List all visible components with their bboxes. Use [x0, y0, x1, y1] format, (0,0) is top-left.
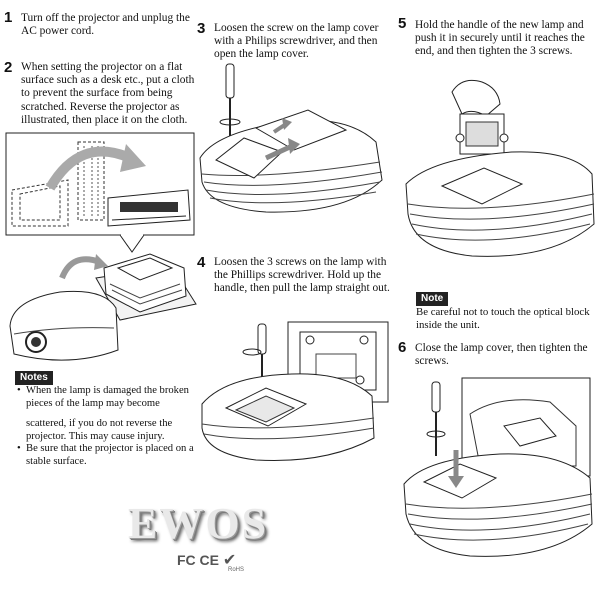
note-item-1-continued: scattered, if you do not reverse the pro…: [26, 418, 173, 442]
certification-marks: FC CE ✔: [177, 550, 236, 570]
rohs-label: RoHS: [228, 567, 245, 573]
step-6-illustration: [403, 377, 593, 557]
step-3-illustration: [199, 63, 383, 213]
step-4-text: Loosen the 3 screws on the lamp with the…: [214, 256, 390, 295]
brand-logo: EWOS: [128, 499, 269, 548]
rohs-check-icon: ✔: [222, 552, 237, 569]
note-item-1: When the lamp is damaged the broken piec…: [17, 385, 195, 410]
note-item-2: Be sure that the projector is placed on …: [17, 443, 195, 468]
notes-list: When the lamp is damaged the broken piec…: [17, 385, 195, 469]
step-6-number: 6: [398, 339, 407, 356]
step-2-illustration: [5, 132, 197, 361]
step-3-text: Loosen the screw on the lamp cover with …: [214, 22, 379, 61]
notes-label: Notes: [15, 371, 53, 385]
step-4-illustration: [201, 321, 389, 461]
step-5-illustration: [405, 79, 595, 257]
step-5-text: Hold the handle of the new lamp and push…: [415, 19, 585, 58]
step-3-number: 3: [197, 20, 206, 37]
step-1-text: Turn off the projector and unplug the AC…: [21, 12, 190, 38]
step-2-text: When setting the projector on a flat sur…: [21, 61, 195, 126]
step-5-number: 5: [398, 15, 407, 32]
step-4-number: 4: [197, 254, 206, 271]
step-2-number: 2: [4, 59, 13, 76]
note-text: Be careful not to touch the optical bloc…: [416, 306, 590, 331]
note-label: Note: [416, 292, 449, 306]
step-6-text: Close the lamp cover, then tighten the s…: [415, 342, 588, 368]
step-1-number: 1: [4, 9, 13, 26]
fc-ce-marks: FC CE: [177, 552, 219, 568]
